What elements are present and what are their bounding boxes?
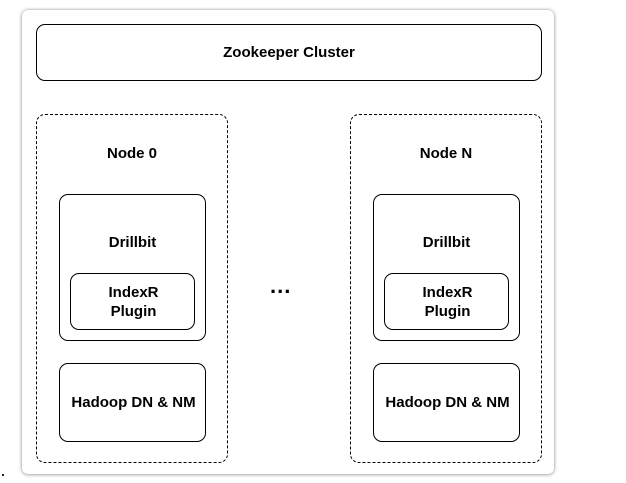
- node-n-hadoop-box: Hadoop DN & NM: [373, 363, 520, 442]
- node-n-drillbit-box: Drillbit IndexR Plugin: [373, 194, 520, 341]
- diagram-canvas: Zookeeper Cluster Node 0 Drillbit IndexR…: [22, 10, 554, 474]
- node-n-container: Node N Drillbit IndexR Plugin Hadoop DN …: [350, 114, 542, 463]
- node-n-indexr-plugin-label: IndexR Plugin: [422, 283, 473, 320]
- node-0-title: Node 0: [106, 145, 157, 162]
- node-0-drillbit-label: Drillbit: [108, 234, 157, 251]
- node-0-drillbit-box: Drillbit IndexR Plugin: [59, 194, 206, 341]
- zookeeper-cluster-box: Zookeeper Cluster: [36, 24, 542, 81]
- node-0-hadoop-box: Hadoop DN & NM: [59, 363, 206, 442]
- more-nodes-ellipsis: ...: [270, 273, 292, 298]
- node-0-container: Node 0 Drillbit IndexR Plugin Hadoop DN …: [36, 114, 228, 463]
- stray-mark: [2, 474, 4, 476]
- node-n-indexr-plugin-box: IndexR Plugin: [384, 273, 509, 330]
- node-0-hadoop-label: Hadoop DN & NM: [71, 394, 196, 411]
- node-0-indexr-plugin-label: IndexR Plugin: [108, 283, 159, 320]
- node-0-indexr-plugin-box: IndexR Plugin: [70, 273, 195, 330]
- zookeeper-cluster-label: Zookeeper Cluster: [223, 44, 355, 61]
- node-n-title: Node N: [419, 145, 473, 162]
- node-n-hadoop-label: Hadoop DN & NM: [385, 394, 510, 411]
- node-n-drillbit-label: Drillbit: [422, 234, 471, 251]
